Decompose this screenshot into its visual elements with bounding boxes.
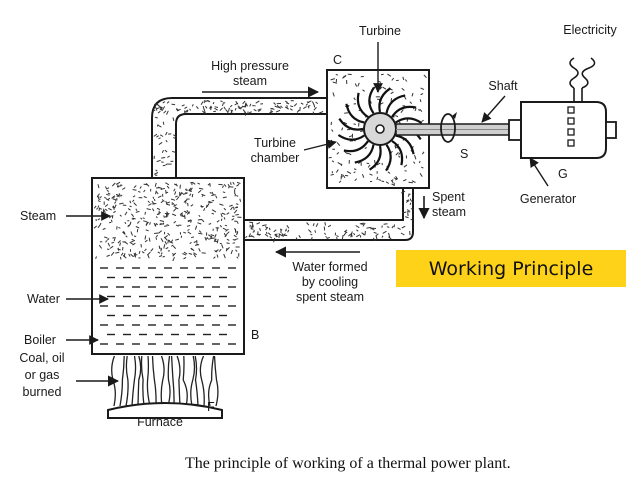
letter-s: S xyxy=(460,147,468,161)
generator-arrow xyxy=(529,157,549,187)
furnace-flames xyxy=(111,355,219,407)
boiler-label: Boiler xyxy=(24,333,56,347)
electricity-wire-icon xyxy=(569,57,579,89)
figure-caption: The principle of working of a thermal po… xyxy=(185,455,511,472)
high-pressure-label-line2: steam xyxy=(233,74,267,88)
furnace-label: Furnace xyxy=(137,415,183,429)
fuel-label-line3: burned xyxy=(23,385,62,399)
generator-label: Generator xyxy=(520,192,576,206)
turbine-chamber-texture xyxy=(328,73,427,186)
spent-steam-label-line2: steam xyxy=(432,205,466,219)
letter-f: F xyxy=(207,400,215,414)
fuel-label-line1: Coal, oil xyxy=(19,351,64,365)
spent-steam-label-line1: Spent xyxy=(432,190,465,204)
turbine-chamber-label-line2: chamber xyxy=(251,151,300,165)
boiler-steam-texture xyxy=(93,181,242,262)
rotation-arrow-icon xyxy=(440,113,456,143)
steam-label: Steam xyxy=(20,209,56,223)
letter-c: C xyxy=(333,53,342,67)
water-formed-label-line1: Water formed xyxy=(292,260,367,274)
boiler-water-texture xyxy=(100,267,236,345)
turbine-label: Turbine xyxy=(359,24,401,38)
furnace-base xyxy=(107,402,223,419)
turbine-chamber-arrow xyxy=(303,139,337,151)
high-pressure-label-line1: High pressure xyxy=(211,59,289,73)
high-pressure-steam-pipe xyxy=(151,97,327,178)
water-label: Water xyxy=(27,292,60,306)
turbine-chamber-label-line1: Turbine xyxy=(254,136,296,150)
shaft-label: Shaft xyxy=(488,79,518,93)
turbine-blades xyxy=(337,86,423,172)
return-pipe xyxy=(244,188,404,221)
electricity-label: Electricity xyxy=(563,23,617,37)
letter-b: B xyxy=(251,328,259,342)
generator xyxy=(508,88,617,159)
water-formed-label-line3: spent steam xyxy=(296,290,364,304)
working-principle-banner: Working Principle xyxy=(396,250,626,287)
steam-pipe-texture xyxy=(152,99,324,176)
return-pipe-texture xyxy=(245,190,414,243)
electricity-wire-icon xyxy=(581,57,596,89)
letter-g: G xyxy=(558,167,568,181)
shaft-arrow xyxy=(481,95,506,123)
fuel-label-line2: or gas xyxy=(25,368,60,382)
water-formed-label-line2: by cooling xyxy=(302,275,358,289)
